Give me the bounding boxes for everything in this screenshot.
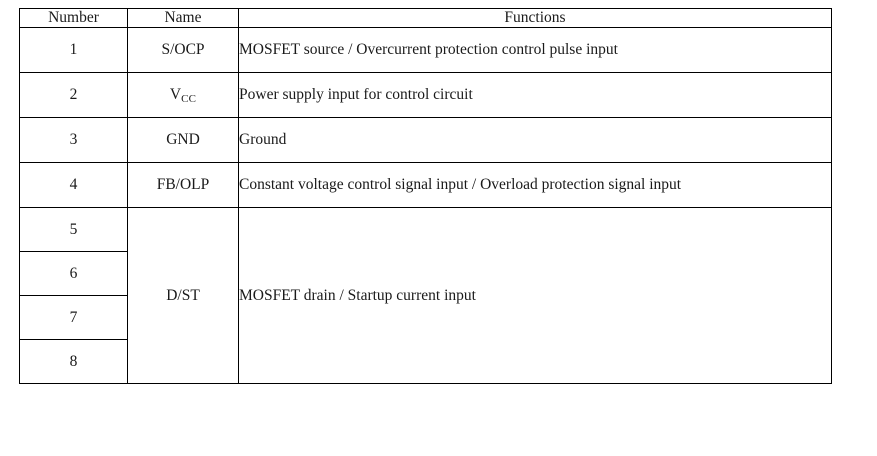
pin-number: 6	[19, 251, 128, 296]
pin-name-base: V	[169, 86, 182, 103]
pin-number: 3	[19, 117, 128, 163]
table-row: 8	[19, 339, 832, 384]
column-header-number: Number	[19, 8, 128, 28]
pin-function: MOSFET source / Overcurrent protection c…	[238, 27, 832, 73]
pin-number: 4	[19, 162, 128, 208]
pin-function-table: Number Name Functions 1 S/OCP MOSFET sou…	[19, 8, 832, 384]
pin-function: Power supply input for control circuit	[238, 72, 832, 118]
table-header-row: Number Name Functions	[19, 8, 832, 28]
table-row: 5 D/ST MOSFET drain / Startup current in…	[19, 207, 832, 384]
pin-name: FB/OLP	[127, 162, 239, 208]
pin-number: 2	[19, 72, 128, 118]
pin-name: S/OCP	[127, 27, 239, 73]
column-header-functions: Functions	[238, 8, 832, 28]
pin-name-merged: D/ST	[127, 207, 239, 384]
pin-number: 1	[19, 27, 128, 73]
table-row: 2 VCC Power supply input for control cir…	[19, 72, 832, 118]
pin-function-table-container: Number Name Functions 1 S/OCP MOSFET sou…	[19, 8, 832, 384]
pin-name: GND	[127, 117, 239, 163]
table-row: 6	[19, 251, 832, 296]
pin-number: 5	[19, 207, 128, 252]
pin-number: 8	[19, 339, 128, 384]
table-row: 1 S/OCP MOSFET source / Overcurrent prot…	[19, 27, 832, 73]
pin-function: Ground	[238, 117, 832, 163]
pin-function: Constant voltage control signal input / …	[238, 162, 832, 208]
table-row: 4 FB/OLP Constant voltage control signal…	[19, 162, 832, 208]
pin-name: VCC	[127, 72, 239, 118]
pin-name-subscript: CC	[181, 93, 197, 105]
pin-function-merged: MOSFET drain / Startup current input	[238, 207, 832, 384]
table-row: 3 GND Ground	[19, 117, 832, 163]
column-header-name: Name	[127, 8, 239, 28]
pin-number: 7	[19, 295, 128, 340]
